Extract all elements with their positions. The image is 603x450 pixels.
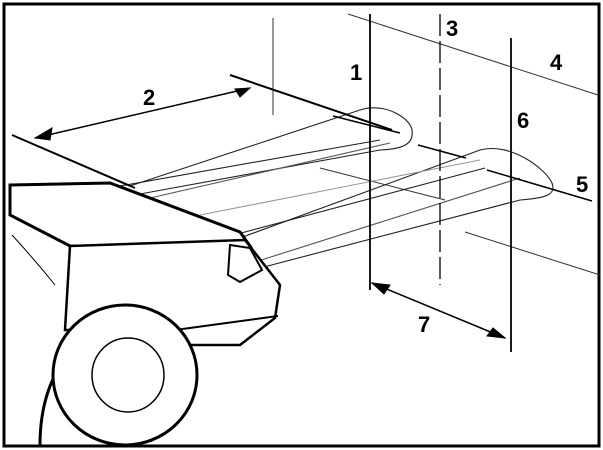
callouts: 1 2 3 4 5 6 7 xyxy=(143,16,588,337)
dimension-2 xyxy=(11,74,393,189)
left-beam xyxy=(119,107,413,199)
callout-3: 3 xyxy=(446,16,458,41)
right-beam xyxy=(199,148,554,269)
callout-5: 5 xyxy=(576,172,588,197)
dimension-7 xyxy=(370,282,507,339)
aim-lines xyxy=(332,115,593,202)
reference-lines xyxy=(369,14,512,352)
callout-7: 7 xyxy=(418,312,430,337)
callout-4: 4 xyxy=(550,50,563,75)
callout-1: 1 xyxy=(350,60,362,85)
wall-lines xyxy=(272,13,601,276)
car-rear xyxy=(8,181,282,447)
callout-2: 2 xyxy=(143,85,155,110)
callout-6: 6 xyxy=(517,108,529,133)
